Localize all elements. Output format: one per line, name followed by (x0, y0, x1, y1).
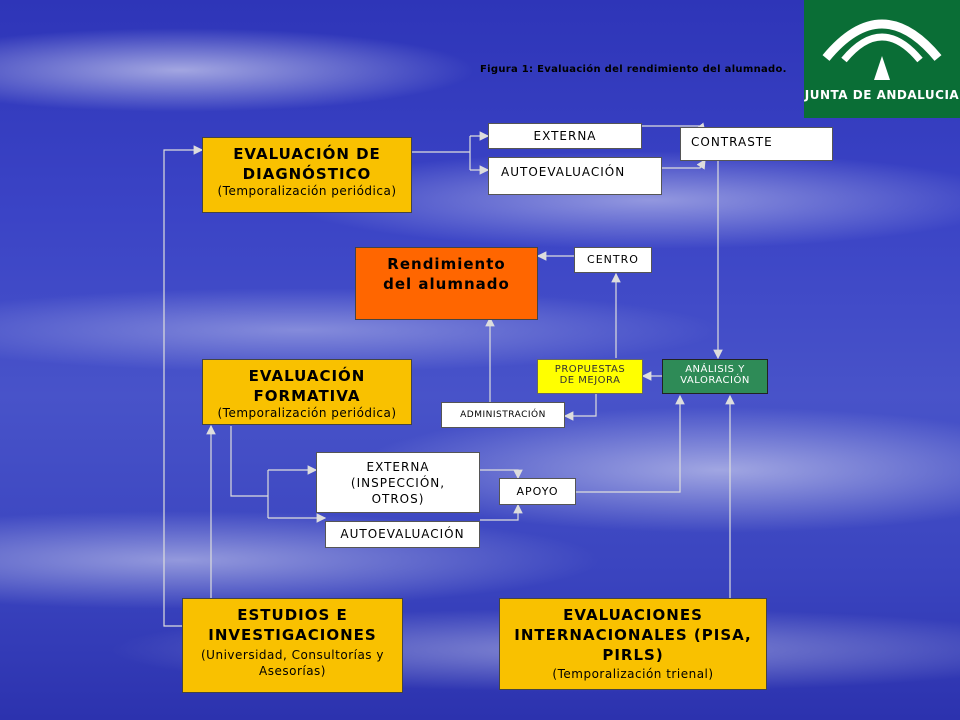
logo-text: JUNTA DE ANDALUCIA (804, 88, 960, 102)
node-autoevaluacion-top: AUTOEVALUACIÓN (488, 157, 662, 195)
node-externa-top: EXTERNA (488, 123, 642, 149)
node-centro: CENTRO (574, 247, 652, 273)
node-evaluacion-formativa: EVALUACIÓN FORMATIVA (Temporalización pe… (202, 359, 412, 425)
node-analisis-valoracion: ANÁLISIS Y VALORACIÓN (662, 359, 768, 394)
arch-emblem-icon (822, 19, 942, 80)
node-propuestas-de-mejora: PROPUESTAS DE MEJORA (537, 359, 643, 394)
node-title: EVALUACIÓN DE DIAGNÓSTICO (233, 145, 381, 183)
node-subtitle: (Temporalización periódica) (217, 184, 397, 198)
node-evaluacion-diagnostico: EVALUACIÓN DE DIAGNÓSTICO (Temporalizaci… (202, 137, 412, 213)
node-administracion: ADMINISTRACIÓN (441, 402, 565, 428)
node-title: EVALUACIÓN FORMATIVA (248, 367, 366, 405)
node-rendimiento: Rendimiento del alumnado (355, 247, 538, 320)
node-subtitle: (Temporalización trienal) (552, 667, 714, 681)
node-evaluaciones-internacionales: EVALUACIONES INTERNACIONALES (PISA, PIRL… (499, 598, 767, 690)
node-estudios-investigaciones: ESTUDIOS E INVESTIGACIONES (Universidad,… (182, 598, 403, 693)
node-apoyo: APOYO (499, 478, 576, 505)
node-subtitle: (Universidad, Consultorías y Asesorías) (201, 648, 384, 678)
node-subtitle: (Temporalización periódica) (217, 406, 397, 420)
node-title: EVALUACIONES INTERNACIONALES (PISA, PIRL… (514, 606, 752, 664)
junta-andalucia-logo: JUNTA DE ANDALUCIA (804, 0, 960, 118)
node-title: Rendimiento del alumnado (383, 255, 510, 293)
node-autoevaluacion-mid: AUTOEVALUACIÓN (325, 521, 480, 548)
figure-caption: Figura 1: Evaluación del rendimiento del… (480, 64, 787, 75)
node-title: ESTUDIOS E INVESTIGACIONES (208, 606, 377, 644)
node-externa-inspeccion: EXTERNA (INSPECCIÓN, OTROS) (316, 452, 480, 513)
node-contraste: CONTRASTE (680, 127, 833, 161)
